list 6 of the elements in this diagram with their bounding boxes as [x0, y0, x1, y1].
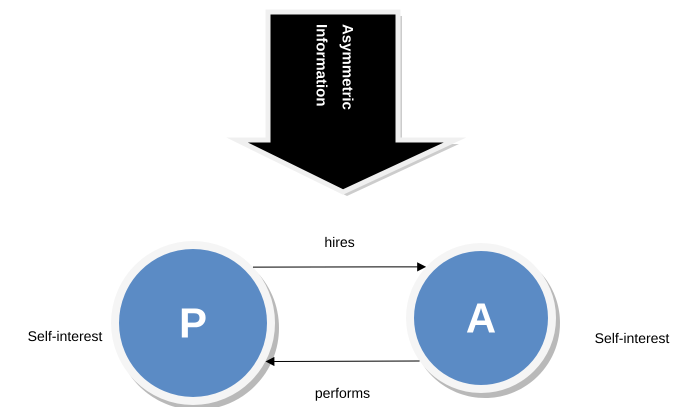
- edge-label: performs: [314, 386, 372, 402]
- side-label: Self-interest: [28, 330, 102, 342]
- circle-node: P: [111, 241, 279, 407]
- side-label: Self-interest: [595, 332, 670, 344]
- edge-label: hires: [323, 236, 356, 248]
- circle-node: A: [406, 243, 560, 398]
